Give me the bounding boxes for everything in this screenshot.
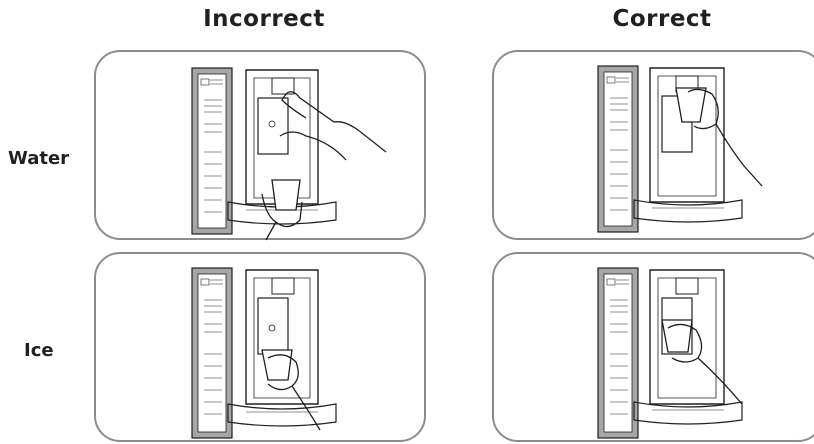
control-panel xyxy=(191,267,233,439)
ice-row-label: Ice xyxy=(24,340,54,361)
dispenser-recess xyxy=(633,269,743,425)
dispenser-recess xyxy=(633,67,743,223)
incorrect-header: Incorrect xyxy=(203,6,325,32)
correct-header: Correct xyxy=(612,6,712,32)
water-incorrect-panel xyxy=(94,50,426,241)
control-panel xyxy=(191,67,233,235)
water-correct-illustration xyxy=(597,65,763,233)
dispenser-recess xyxy=(227,269,337,427)
cup-against-lever xyxy=(675,87,763,187)
ice-correct-panel xyxy=(492,252,814,442)
water-row-label: Water xyxy=(8,148,70,169)
ice-incorrect-illustration xyxy=(191,267,337,439)
ice-incorrect-panel xyxy=(94,252,426,442)
water-incorrect-illustration xyxy=(191,67,387,241)
hand-pressing-icon xyxy=(279,91,387,161)
control-panel xyxy=(597,267,639,439)
cup-against-lever xyxy=(661,319,743,405)
ice-correct-illustration xyxy=(597,267,743,439)
cup-below-lever xyxy=(261,349,321,431)
control-panel xyxy=(597,65,639,233)
cup-in-hand xyxy=(261,179,303,241)
water-correct-panel xyxy=(492,50,814,240)
